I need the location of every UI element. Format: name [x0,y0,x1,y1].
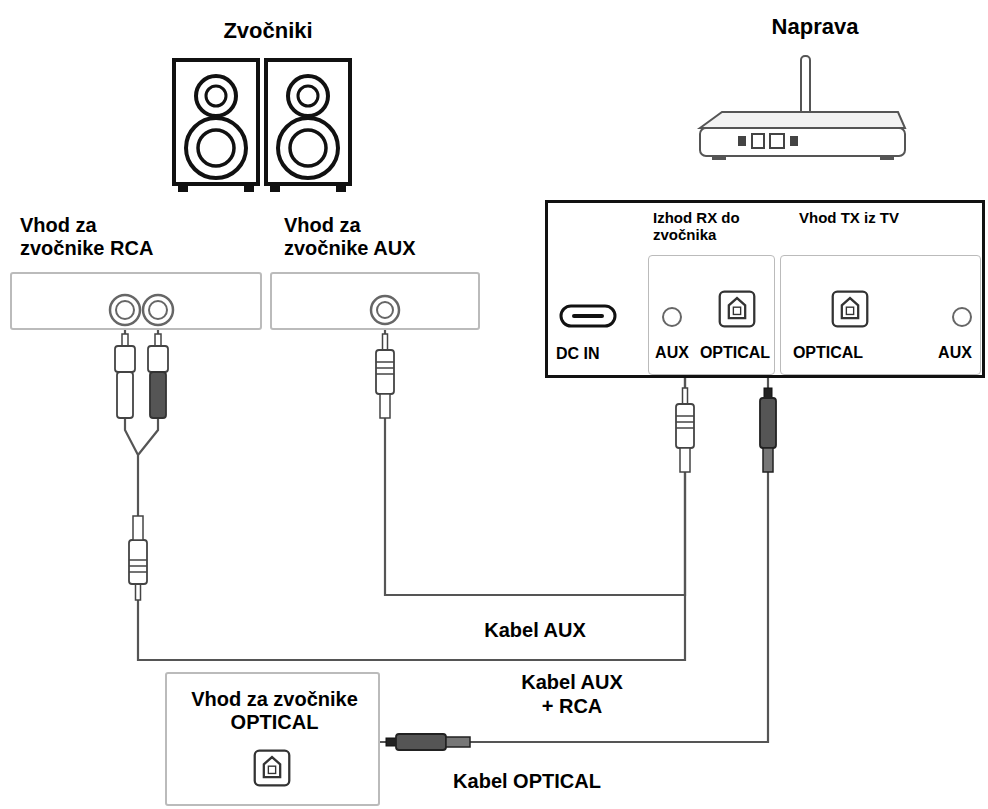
rca-plug [115,334,135,418]
port-label: OPTICAL [783,344,873,362]
input-heading: Vhod za zvočnike OPTICAL [172,688,377,734]
optical-jack [720,292,755,327]
port-label: DC IN [556,345,636,363]
aux-plug [376,334,394,418]
input-heading: Vhod za zvočnike AUX [284,214,449,260]
cable-label: Kabel OPTICAL [434,769,620,793]
aux-jack [663,308,681,326]
rca-jack [110,295,173,325]
device-icon [700,56,905,160]
tx-input-box: Vhod TX iz TVOPTICALAUX [780,255,981,375]
rca-input-box: Vhod za zvočnike RCA [10,212,262,330]
aux-input-box: Vhod za zvočnike AUX [270,212,480,330]
section-heading: Izhod RX do zvočnika [653,209,773,244]
optical-plug [760,388,776,472]
port-label: AUX [649,344,695,362]
aux-adapter-plug [129,516,147,600]
box-outline [270,272,480,330]
cable-label: Kabel AUX [457,618,613,642]
optical-input-box: Vhod za zvočnike OPTICAL [165,672,380,806]
port-label: AUX [931,344,979,362]
cable-line [380,375,768,742]
speaker-icon [174,60,258,192]
speaker-icon [266,60,350,192]
aux-jack [953,308,971,326]
rx-output-box: Izhod RX do zvočnikaAUXOPTICAL [648,255,775,375]
input-heading: Vhod za zvočnike RCA [20,214,185,260]
usb-c-port [561,306,615,326]
cable-label: Kabel AUX + RCA [510,670,634,718]
device-panel: DC INIzhod RX do zvočnikaAUXOPTICALVhod … [545,200,985,378]
component-label: Zvočniki [223,18,312,44]
rca-plug [148,334,168,418]
box-outline [10,272,262,330]
cable-line [385,330,685,595]
component-label: Naprava [772,14,859,40]
aux-jack [371,296,399,324]
optical-jack [833,292,868,327]
port-label: OPTICAL [696,344,774,362]
section-heading: Vhod TX iz TV [799,209,909,226]
optical-jack [255,751,290,786]
aux-plug [676,388,694,472]
optical-plug [386,734,470,750]
cable-line [125,330,685,660]
